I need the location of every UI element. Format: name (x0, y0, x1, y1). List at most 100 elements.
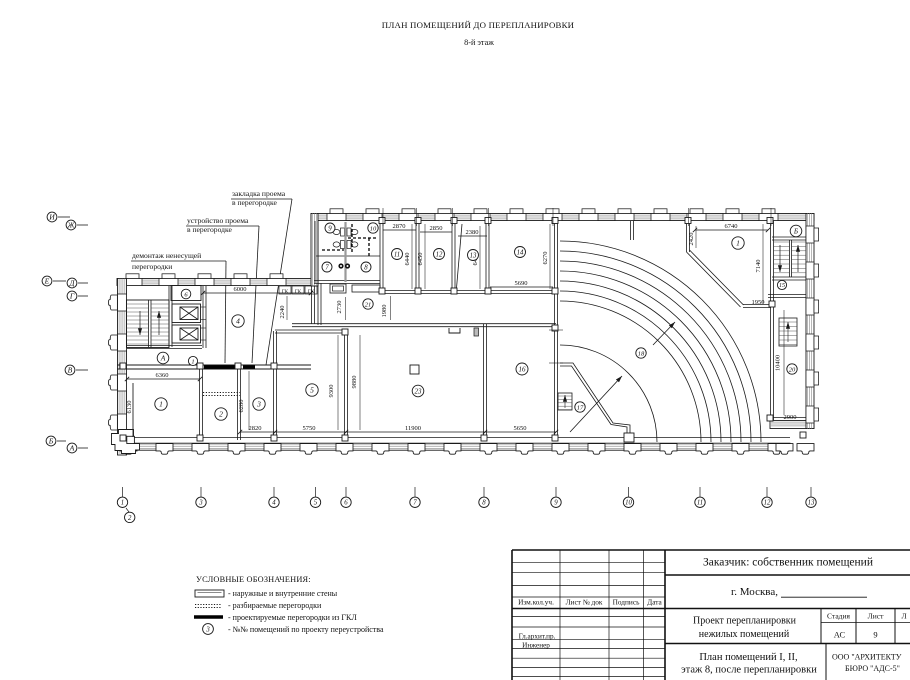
svg-text:5650: 5650 (514, 425, 527, 432)
svg-text:5690: 5690 (515, 280, 528, 287)
svg-text:6740: 6740 (725, 223, 738, 230)
svg-text:Стадия: Стадия (827, 612, 850, 621)
svg-text:Инженер: Инженер (522, 642, 550, 650)
svg-text:2240: 2240 (279, 306, 286, 319)
svg-text:1: 1 (121, 500, 124, 507)
svg-text:- проектируемые перегородки из: - проектируемые перегородки из ГКЛ (228, 613, 357, 622)
svg-text:- разбираемые перегородки: - разбираемые перегородки (228, 601, 322, 610)
svg-text:2900: 2900 (784, 414, 797, 421)
svg-text:5: 5 (310, 386, 314, 395)
svg-text:1: 1 (736, 239, 740, 248)
svg-text:ГК: ГК (295, 290, 302, 295)
svg-text:1980: 1980 (381, 305, 388, 318)
svg-text:2820: 2820 (249, 425, 262, 432)
svg-text:Изм.кол.уч.: Изм.кол.уч. (518, 598, 554, 607)
svg-text:7140: 7140 (755, 260, 762, 273)
svg-text:4: 4 (236, 317, 240, 326)
svg-text:Г: Г (69, 292, 75, 301)
svg-text:закладка проема: закладка проема (232, 189, 286, 198)
svg-text:Лист № док: Лист № док (566, 598, 603, 607)
svg-text:демонтаж ненесущей: демонтаж ненесущей (132, 251, 201, 260)
svg-text:Б: Б (48, 437, 54, 446)
svg-text:10400: 10400 (775, 355, 782, 371)
svg-text:2: 2 (219, 410, 223, 419)
svg-text:9300: 9300 (328, 385, 335, 398)
svg-text:20: 20 (789, 366, 796, 373)
svg-text:1950: 1950 (752, 299, 765, 306)
svg-text:2: 2 (128, 515, 132, 522)
svg-text:УСЛОВНЫЕ ОБОЗНАЧЕНИЯ:: УСЛОВНЫЕ ОБОЗНАЧЕНИЯ: (196, 575, 311, 584)
svg-text:А: А (69, 444, 75, 453)
svg-text:2870: 2870 (393, 223, 406, 230)
svg-text:9880: 9880 (351, 376, 358, 389)
svg-text:- №№ помещений по проекту пере: - №№ помещений по проекту переустройства (228, 625, 384, 634)
svg-text:9: 9 (328, 225, 332, 232)
svg-text:16: 16 (519, 366, 527, 374)
svg-text:21: 21 (365, 301, 372, 308)
svg-text:г. Москва,: г. Москва, (731, 586, 778, 598)
svg-text:Проект перепланировки: Проект перепланировки (693, 616, 797, 627)
svg-text:6270: 6270 (542, 252, 549, 265)
svg-text:6360: 6360 (156, 372, 169, 379)
svg-text:1: 1 (159, 400, 163, 409)
svg-text:13: 13 (470, 252, 477, 259)
svg-text:ПЛАН ПОМЕЩЕНИЙ ДО ПЕРЕПЛАНИРОВ: ПЛАН ПОМЕЩЕНИЙ ДО ПЕРЕПЛАНИРОВКИ (382, 20, 575, 30)
svg-text:12: 12 (436, 251, 443, 258)
svg-text:ООО "АРХИТЕКТУ: ООО "АРХИТЕКТУ (832, 653, 902, 662)
svg-text:6130: 6130 (126, 401, 133, 414)
svg-text:устройство проема: устройство проема (187, 216, 249, 225)
svg-text:6: 6 (184, 291, 188, 298)
svg-text:13: 13 (808, 500, 815, 507)
svg-text:3: 3 (256, 400, 261, 409)
svg-text:БЮРО "АДС-5": БЮРО "АДС-5" (845, 664, 900, 673)
svg-text:Ж: Ж (67, 221, 76, 230)
svg-text:17: 17 (577, 404, 584, 411)
svg-text:Л: Л (901, 612, 906, 621)
svg-text:8-й этаж: 8-й этаж (464, 38, 494, 47)
svg-text:2380: 2380 (466, 229, 479, 236)
svg-text:9: 9 (554, 500, 558, 507)
svg-text:Лист: Лист (868, 612, 884, 621)
svg-text:8: 8 (482, 500, 486, 507)
svg-text:3: 3 (205, 626, 210, 634)
svg-text:12: 12 (764, 500, 771, 507)
svg-text:ГК: ГК (282, 290, 289, 295)
svg-text:6: 6 (344, 500, 348, 507)
svg-text:этаж 8, после перепланировки: этаж 8, после перепланировки (681, 665, 817, 676)
svg-text:Подпись: Подпись (613, 598, 640, 607)
svg-text:3: 3 (198, 500, 203, 507)
svg-text:10: 10 (370, 225, 377, 232)
svg-text:14: 14 (517, 249, 524, 256)
svg-text:Б: Б (793, 228, 798, 236)
svg-text:2850: 2850 (430, 225, 443, 232)
svg-text:В: В (68, 366, 73, 375)
svg-text:6000: 6000 (234, 286, 247, 293)
svg-text:9: 9 (873, 630, 877, 640)
svg-text:Гл.архит.пр.: Гл.архит.пр. (519, 632, 556, 640)
svg-text:11900: 11900 (405, 425, 421, 432)
svg-text:перегородки: перегородки (132, 262, 172, 271)
svg-text:6280: 6280 (238, 400, 245, 413)
svg-text:6450: 6450 (417, 253, 424, 266)
svg-text:7: 7 (325, 264, 329, 271)
svg-text:Заказчик: собственник помещени: Заказчик: собственник помещений (703, 557, 873, 569)
svg-text:2730: 2730 (336, 301, 343, 314)
svg-text:- наружные и внутренние стены: - наружные и внутренние стены (228, 589, 338, 598)
svg-text:5750: 5750 (303, 425, 316, 432)
svg-text:18: 18 (638, 350, 645, 357)
svg-text:А: А (160, 354, 166, 363)
svg-text:15: 15 (779, 283, 785, 289)
svg-text:11: 11 (697, 500, 703, 507)
svg-text:2420: 2420 (688, 233, 695, 246)
svg-text:10: 10 (625, 500, 632, 507)
svg-text:5: 5 (314, 500, 318, 507)
svg-text:нежилых помещений: нежилых помещений (699, 629, 790, 640)
svg-text:Дата: Дата (647, 598, 662, 607)
svg-text:1: 1 (191, 358, 194, 365)
svg-text:Д: Д (69, 279, 76, 288)
svg-text:8: 8 (364, 264, 368, 271)
svg-text:И: И (48, 213, 55, 222)
svg-text:в перегородке: в перегородке (232, 198, 278, 207)
svg-text:11: 11 (394, 251, 400, 258)
svg-text:в перегородке: в перегородке (187, 225, 233, 234)
